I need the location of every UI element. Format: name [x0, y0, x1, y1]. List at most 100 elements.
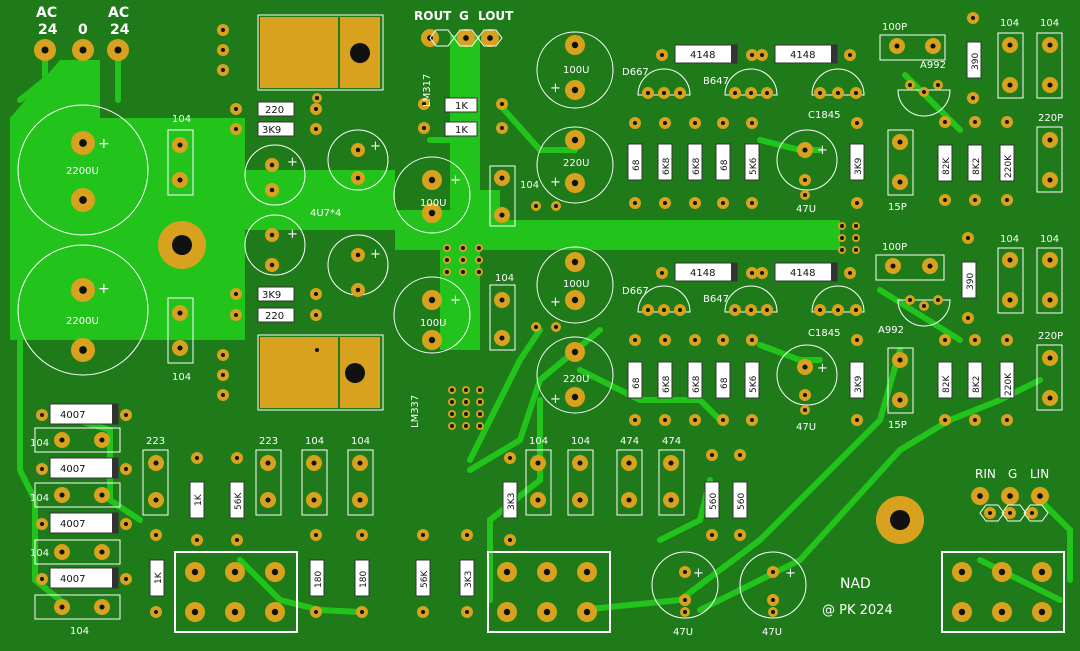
pad-hole: [721, 201, 725, 205]
bulk-capacitor-outlines: [17, 104, 149, 376]
pad-hole: [803, 408, 807, 412]
label-lm337: LM337: [410, 395, 421, 428]
pad-hole: [802, 364, 808, 370]
pad-hole: [897, 139, 903, 145]
pad-hole: [487, 35, 493, 41]
label-b647-bot: B647: [703, 294, 729, 305]
label-a992-bot: A992: [878, 325, 904, 336]
pad-hole: [750, 201, 754, 205]
pad-hole: [660, 53, 664, 57]
pad-hole: [478, 400, 482, 404]
pad-hole: [271, 568, 279, 576]
pad-hole: [445, 258, 449, 262]
label-c1845-top: C1845: [808, 110, 840, 121]
pad-hole: [998, 568, 1006, 576]
label-r1k-m: 1K: [194, 493, 204, 506]
label-r3k9-top: 3K9: [262, 125, 281, 136]
pad-hole: [1047, 137, 1053, 143]
label-r3k9-amp2: 3K9: [854, 375, 864, 393]
pad-hole: [554, 325, 558, 329]
pad-hole: [450, 412, 454, 416]
pad-hole: [271, 608, 279, 616]
pad-hole: [450, 388, 454, 392]
capacitor-outlines: [244, 31, 838, 619]
label-r6k8-1: 6K8: [662, 157, 672, 175]
pad-hole: [966, 236, 970, 240]
pad-hole: [943, 198, 947, 202]
label-r220-bot: 220: [265, 311, 284, 322]
pad-hole: [840, 224, 844, 228]
pad-hole: [79, 286, 87, 294]
pad-hole: [818, 91, 822, 95]
pad-hole: [662, 91, 666, 95]
pad-hole: [534, 325, 538, 329]
pad-hole: [663, 201, 667, 205]
pad-hole: [854, 236, 858, 240]
pad-hole: [428, 336, 436, 344]
pad-hole: [749, 308, 753, 312]
pad-hole: [571, 179, 579, 187]
label-c15p-bot: 15P: [888, 420, 907, 431]
ac-header-labels: AC 24 0 AC 24 ROUT G LOUT: [36, 5, 514, 38]
pad-hole: [99, 549, 105, 555]
svg-text:+: +: [550, 392, 561, 407]
pad-hole: [678, 308, 682, 312]
pad-hole: [738, 533, 742, 537]
pad-hole: [269, 262, 275, 268]
pad-hole: [840, 248, 844, 252]
pad-hole: [971, 96, 975, 100]
pad-hole: [894, 43, 900, 49]
pad-hole: [508, 538, 512, 542]
label-r390-bot: 390: [966, 273, 976, 290]
pad-hole: [936, 298, 940, 302]
label-d4007-3: 4007: [60, 519, 85, 530]
pad-hole: [922, 304, 926, 308]
label-r180-2: 180: [359, 571, 369, 588]
pad-hole: [966, 316, 970, 320]
pad-hole: [40, 522, 44, 526]
pad-hole: [1047, 257, 1053, 263]
label-d4148-1: 4148: [690, 50, 715, 61]
pad-hole: [428, 209, 436, 217]
pad-hole: [79, 346, 87, 354]
label-c104-a: 104: [172, 114, 191, 125]
pad-hole: [543, 568, 551, 576]
pad-hole: [477, 270, 481, 274]
pad-hole: [499, 212, 505, 218]
pad-hole: [633, 338, 637, 342]
pad-hole: [971, 16, 975, 20]
pad-hole: [854, 224, 858, 228]
label-r3k3-b: 3K3: [507, 493, 517, 510]
pad-hole: [1007, 493, 1013, 499]
label-c100u-1: 100U: [563, 65, 589, 76]
transistor-outlines: [637, 68, 951, 327]
pad-hole: [660, 271, 664, 275]
pad-hole: [357, 460, 363, 466]
pad-hole: [422, 126, 426, 130]
label-c2200-top: 2200U: [66, 166, 99, 177]
pad-hole: [683, 598, 687, 602]
pad-hole: [663, 121, 667, 125]
label-c104-r4: 104: [1040, 234, 1059, 245]
pad-hole: [749, 91, 753, 95]
pad-hole: [733, 91, 737, 95]
label-c104-c: 104: [520, 180, 539, 191]
pad-hole: [765, 308, 769, 312]
pad-hole: [927, 263, 933, 269]
pad-hole: [315, 96, 319, 100]
pad-hole: [360, 533, 364, 537]
pad-hole: [450, 400, 454, 404]
solder-pads: [34, 12, 1058, 622]
pad-hole: [124, 413, 128, 417]
pad-hole: [1037, 493, 1043, 499]
pad-hole: [59, 492, 65, 498]
pad-hole: [958, 568, 966, 576]
label-r68-1: 68: [632, 159, 642, 171]
pad-hole: [1007, 297, 1013, 303]
pad-hole: [234, 313, 238, 317]
pad-hole: [234, 127, 238, 131]
label-d4007-4: 4007: [60, 574, 85, 585]
pad-hole: [836, 91, 840, 95]
pad-hole: [693, 121, 697, 125]
label-b647-top: B647: [703, 76, 729, 87]
